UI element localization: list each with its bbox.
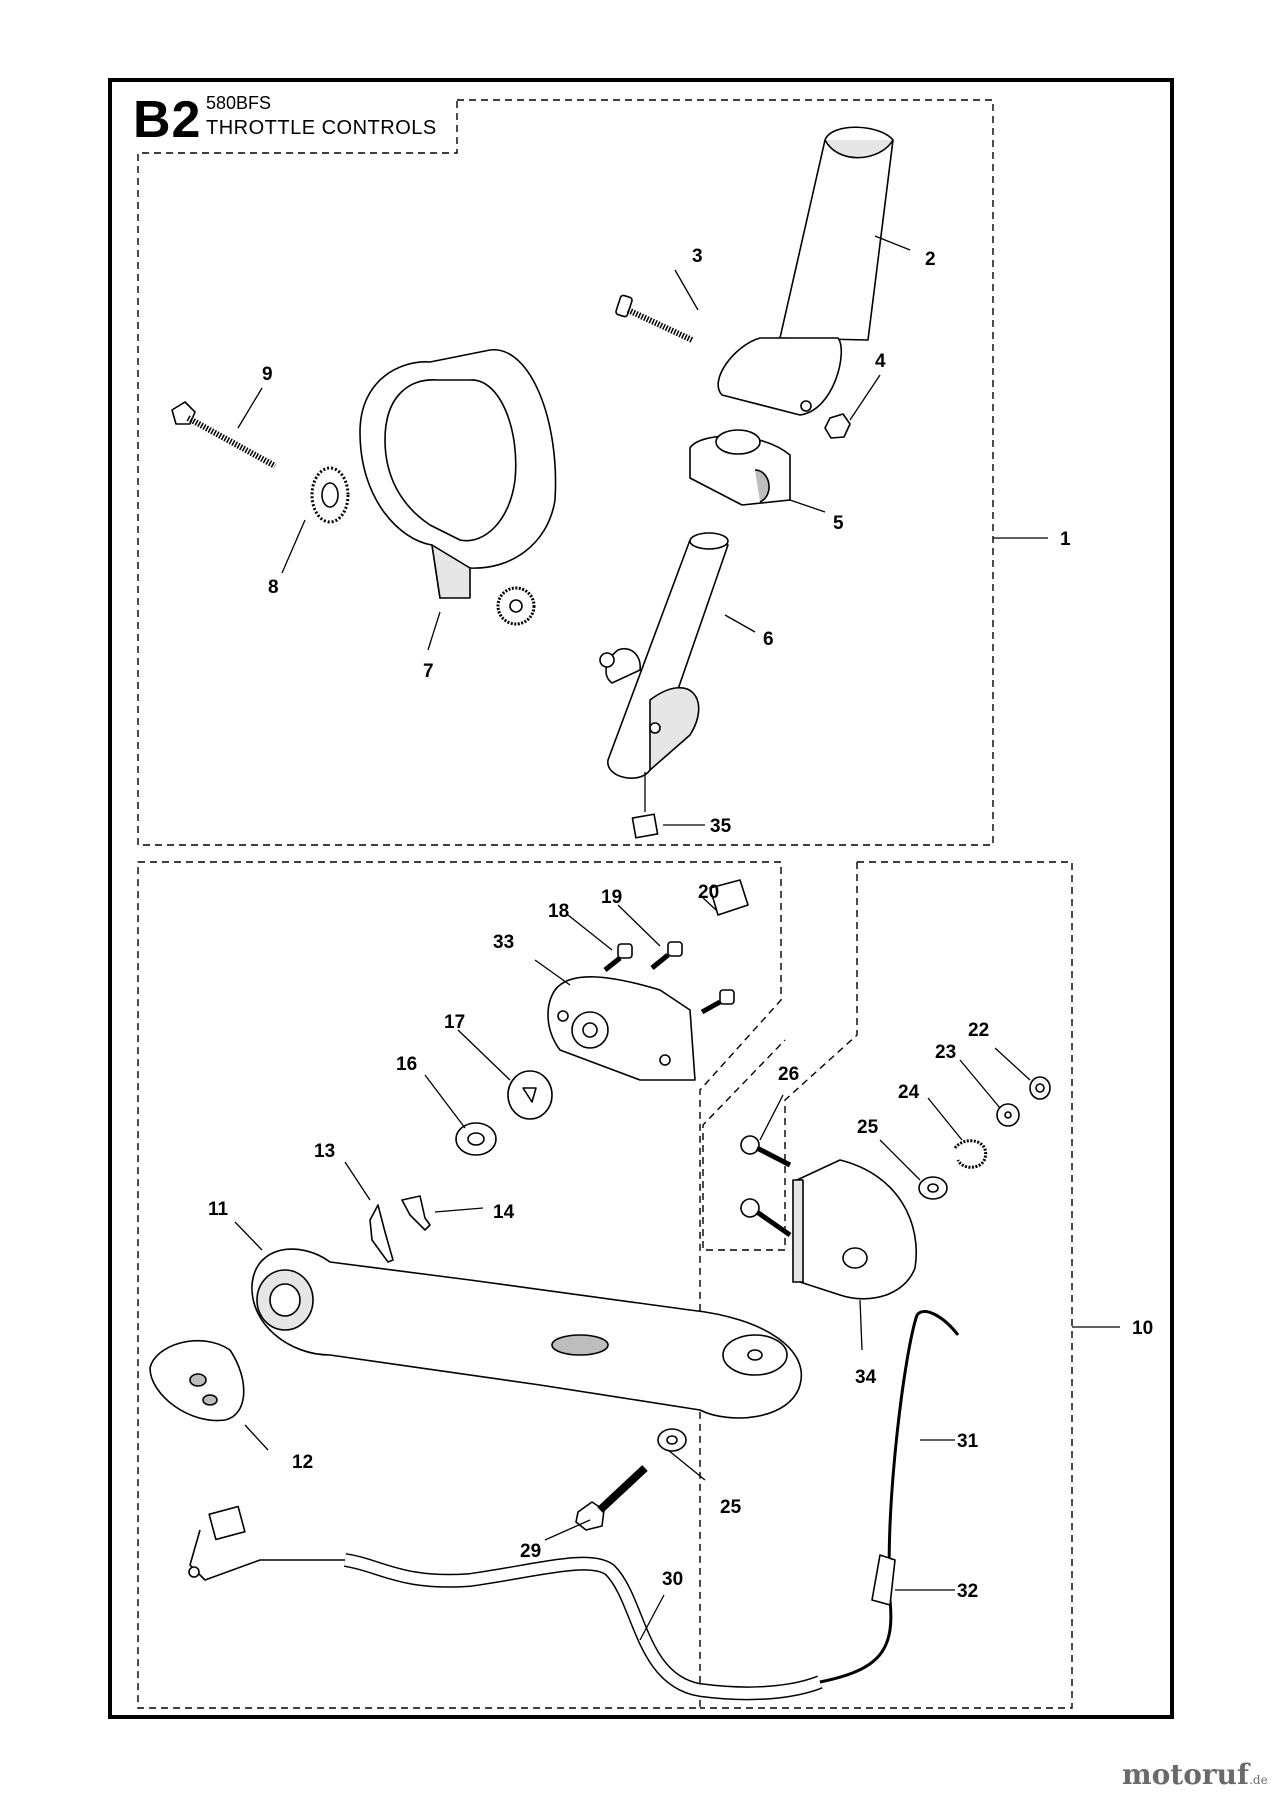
screw-extra <box>700 989 735 1015</box>
group-boundary-bracket <box>702 862 858 1251</box>
callout-8: 8 <box>268 577 279 598</box>
clip-13 <box>369 1204 394 1263</box>
group-boundary-assembly-lever <box>137 861 782 1709</box>
callout-25-lower: 25 <box>720 1497 742 1518</box>
cap-12 <box>149 1339 245 1422</box>
callout-2: 2 <box>925 249 936 270</box>
bolt-9 <box>171 401 277 469</box>
washer-16 <box>455 1122 497 1156</box>
callout-35: 35 <box>710 816 732 837</box>
screw-3 <box>615 294 694 343</box>
callout-25-upper: 25 <box>857 1117 879 1138</box>
callout-1: 1 <box>1060 529 1071 550</box>
washer-23 <box>996 1103 1020 1127</box>
callout-14: 14 <box>493 1202 515 1223</box>
handle-grip <box>717 126 894 416</box>
switch-connector <box>188 1505 345 1581</box>
washer-25a <box>918 1176 948 1200</box>
callout-11: 11 <box>208 1199 229 1220</box>
callout-31: 31 <box>957 1431 979 1452</box>
nut-4 <box>824 413 851 439</box>
washer-25b <box>657 1428 687 1452</box>
screw-26b <box>740 1198 792 1238</box>
watermark-logo: motoruf.de <box>1122 1758 1268 1791</box>
callout-7: 7 <box>423 661 434 682</box>
callout-4: 4 <box>875 351 886 372</box>
watermark-suffix: .de <box>1249 1773 1268 1787</box>
screw-26a <box>740 1135 792 1168</box>
callout-33: 33 <box>493 932 514 953</box>
section-title: THROTTLE CONTROLS <box>206 117 437 139</box>
callout-30: 30 <box>662 1569 683 1590</box>
nut-22 <box>1029 1076 1051 1100</box>
screw-18 <box>603 943 633 972</box>
callout-17: 17 <box>444 1012 465 1033</box>
callout-26: 26 <box>778 1064 799 1085</box>
upper-parts <box>171 126 894 839</box>
callout-23: 23 <box>935 1042 956 1063</box>
clip-14 <box>401 1195 431 1231</box>
callout-12: 12 <box>292 1452 313 1473</box>
callout-32: 32 <box>957 1581 978 1602</box>
callout-19: 19 <box>601 887 622 908</box>
callout-6: 6 <box>763 629 774 650</box>
knob-8 <box>310 466 350 524</box>
callout-9: 9 <box>262 364 273 385</box>
pulley-housing-34 <box>792 1159 917 1300</box>
clamp-bracket-7 <box>359 349 557 626</box>
callout-16: 16 <box>396 1054 417 1075</box>
model-number: 580BFS <box>206 93 272 113</box>
bolt-29 <box>575 1465 648 1531</box>
square-nut-35 <box>631 813 659 839</box>
group-boundaries <box>137 99 1073 1709</box>
cable-31 <box>819 1310 960 1684</box>
throttle-tube-6 <box>599 532 729 779</box>
callout-20: 20 <box>698 882 719 903</box>
screw-19 <box>650 941 683 970</box>
group-boundary-assembly-10 <box>700 861 1073 1709</box>
lever-arm-11 <box>251 1248 803 1419</box>
cable-30-inner <box>344 1554 823 1699</box>
connector-32 <box>871 1554 896 1606</box>
callout-22: 22 <box>968 1020 989 1041</box>
diagram-frame <box>108 78 1174 1719</box>
leader-lines <box>234 235 1120 1641</box>
spring-24 <box>953 1139 988 1169</box>
section-code: B2 <box>133 91 202 149</box>
lower-parts <box>149 879 1051 1701</box>
callout-13: 13 <box>314 1141 335 1162</box>
callout-24: 24 <box>898 1082 920 1103</box>
watermark-text: motoruf <box>1122 1758 1250 1791</box>
cap-20 <box>709 879 749 916</box>
callout-3: 3 <box>692 246 703 267</box>
callout-29: 29 <box>520 1541 541 1562</box>
callout-labels: 1 2 3 4 5 6 7 8 9 10 11 12 13 14 16 17 1… <box>208 246 1153 1602</box>
callout-18: 18 <box>548 901 569 922</box>
group-boundary-assembly-1 <box>137 99 994 846</box>
callout-10: 10 <box>1132 1318 1153 1339</box>
housing-33 <box>547 976 696 1081</box>
callout-5: 5 <box>833 513 844 534</box>
clamp-block-5 <box>689 429 791 506</box>
callout-34: 34 <box>855 1367 877 1388</box>
ring-17 <box>507 1070 553 1120</box>
